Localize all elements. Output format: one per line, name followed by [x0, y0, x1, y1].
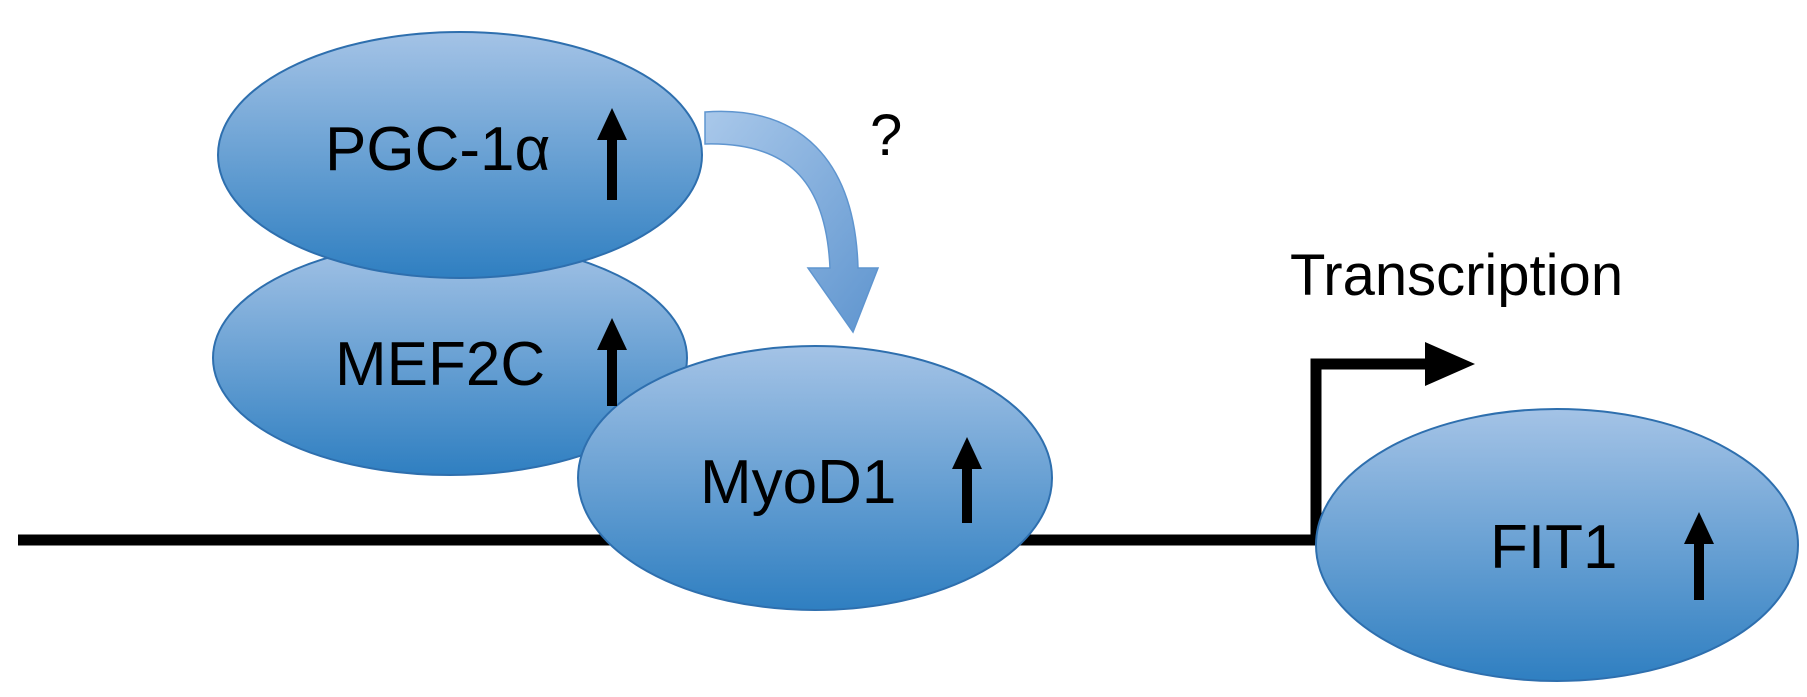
myod1-label: MyoD1: [700, 448, 896, 517]
myod1-ellipse: [577, 345, 1053, 611]
fit1-up-arrow-icon: [1684, 512, 1714, 600]
myod1-protein: [577, 345, 1053, 611]
fit1-ellipse: [1315, 408, 1799, 682]
pgc1a-up-arrow-icon: [597, 108, 627, 200]
pgc1a-ellipse: [217, 31, 703, 279]
question-mark: ?: [870, 103, 902, 168]
pgc1a-label: PGC-1α: [325, 115, 550, 184]
transcription-start-arrow-shaft: [1310, 358, 1430, 545]
mef2c-label: MEF2C: [335, 330, 545, 399]
transcription-label: Transcription: [1290, 243, 1623, 308]
pgc1a-protein: [217, 31, 703, 279]
fit1-protein: [1315, 408, 1799, 682]
fit1-label: FIT1: [1490, 513, 1617, 582]
transcription-start-arrowhead: [1425, 342, 1475, 386]
myod1-up-arrow-icon: [952, 437, 982, 523]
mef2c-up-arrow-icon: [597, 318, 627, 406]
curved-arrow-pgc1a-to-myod1: [704, 110, 880, 334]
